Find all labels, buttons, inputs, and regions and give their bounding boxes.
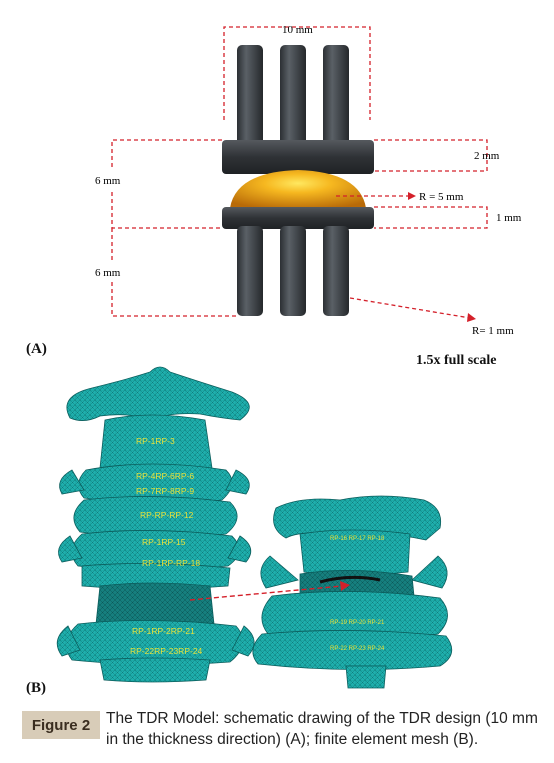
dim-core-radius-label: R = 5 mm: [419, 191, 464, 203]
lower-rods: [237, 226, 349, 316]
upper-endplate: [222, 140, 374, 174]
fe-mesh-figure: RP-1RP-3 RP-4RP-6RP-6 RP-7RP-8RP-9 RP-RP…: [56, 366, 453, 689]
rp-label: RP-19 RP-20 RP-21: [330, 620, 385, 626]
spine-full-mesh: [56, 366, 255, 683]
panel-a-label: (A): [26, 341, 47, 357]
scale-note: 1.5x full scale: [416, 353, 497, 368]
upper-rods: [237, 45, 349, 145]
rp-label: RP-1RP-3: [136, 436, 175, 446]
tdr-schematic: 10 mm 2 mm R = 5 mm 1 mm 6 mm 6 mm R= 1 …: [95, 24, 522, 337]
rp-label: RP-22RP-23RP-24: [130, 646, 203, 656]
rp-labels-left: RP-1RP-3 RP-4RP-6RP-6 RP-7RP-8RP-9 RP-RP…: [130, 436, 203, 656]
rp-label: RP-1RP-15: [142, 537, 186, 547]
rp-labels-right: RP-16 RP-17 RP-18 RP-19 RP-20 RP-21 RP-2…: [330, 536, 385, 652]
rp-label: RP-16 RP-17 RP-18: [330, 536, 385, 542]
rp-label: RP-1RP-2RP-21: [132, 626, 195, 636]
figure-caption: The TDR Model: schematic drawing of the …: [106, 710, 538, 748]
dim-upper-height-label: 6 mm: [95, 175, 121, 187]
figure-tag: Figure 2: [22, 711, 100, 739]
rp-label: RP-1RP-RP-18: [142, 558, 200, 568]
dimension-arrowheads: [408, 192, 476, 322]
lower-endplate: [222, 207, 374, 229]
rp-label: RP-RP-RP-12: [140, 510, 194, 520]
dim-plate-label: 2 mm: [474, 150, 500, 162]
dim-lower-plate-label: 1 mm: [496, 212, 522, 224]
spine-detail-mesh: [252, 495, 453, 689]
dimension-lines: [111, 26, 488, 319]
rp-label: RP-4RP-6RP-6: [136, 471, 194, 481]
rp-label: RP-7RP-8RP-9: [136, 486, 194, 496]
ball-core: [230, 170, 366, 208]
panel-b-label: (B): [26, 680, 46, 696]
dim-lower-height-label: 6 mm: [95, 267, 121, 279]
dim-width-label: 10 mm: [282, 24, 313, 36]
rp-label: RP-22 RP-23 RP-24: [330, 646, 385, 652]
dim-pin-radius-label: R= 1 mm: [472, 325, 514, 337]
zoom-arrow: [189, 581, 350, 601]
